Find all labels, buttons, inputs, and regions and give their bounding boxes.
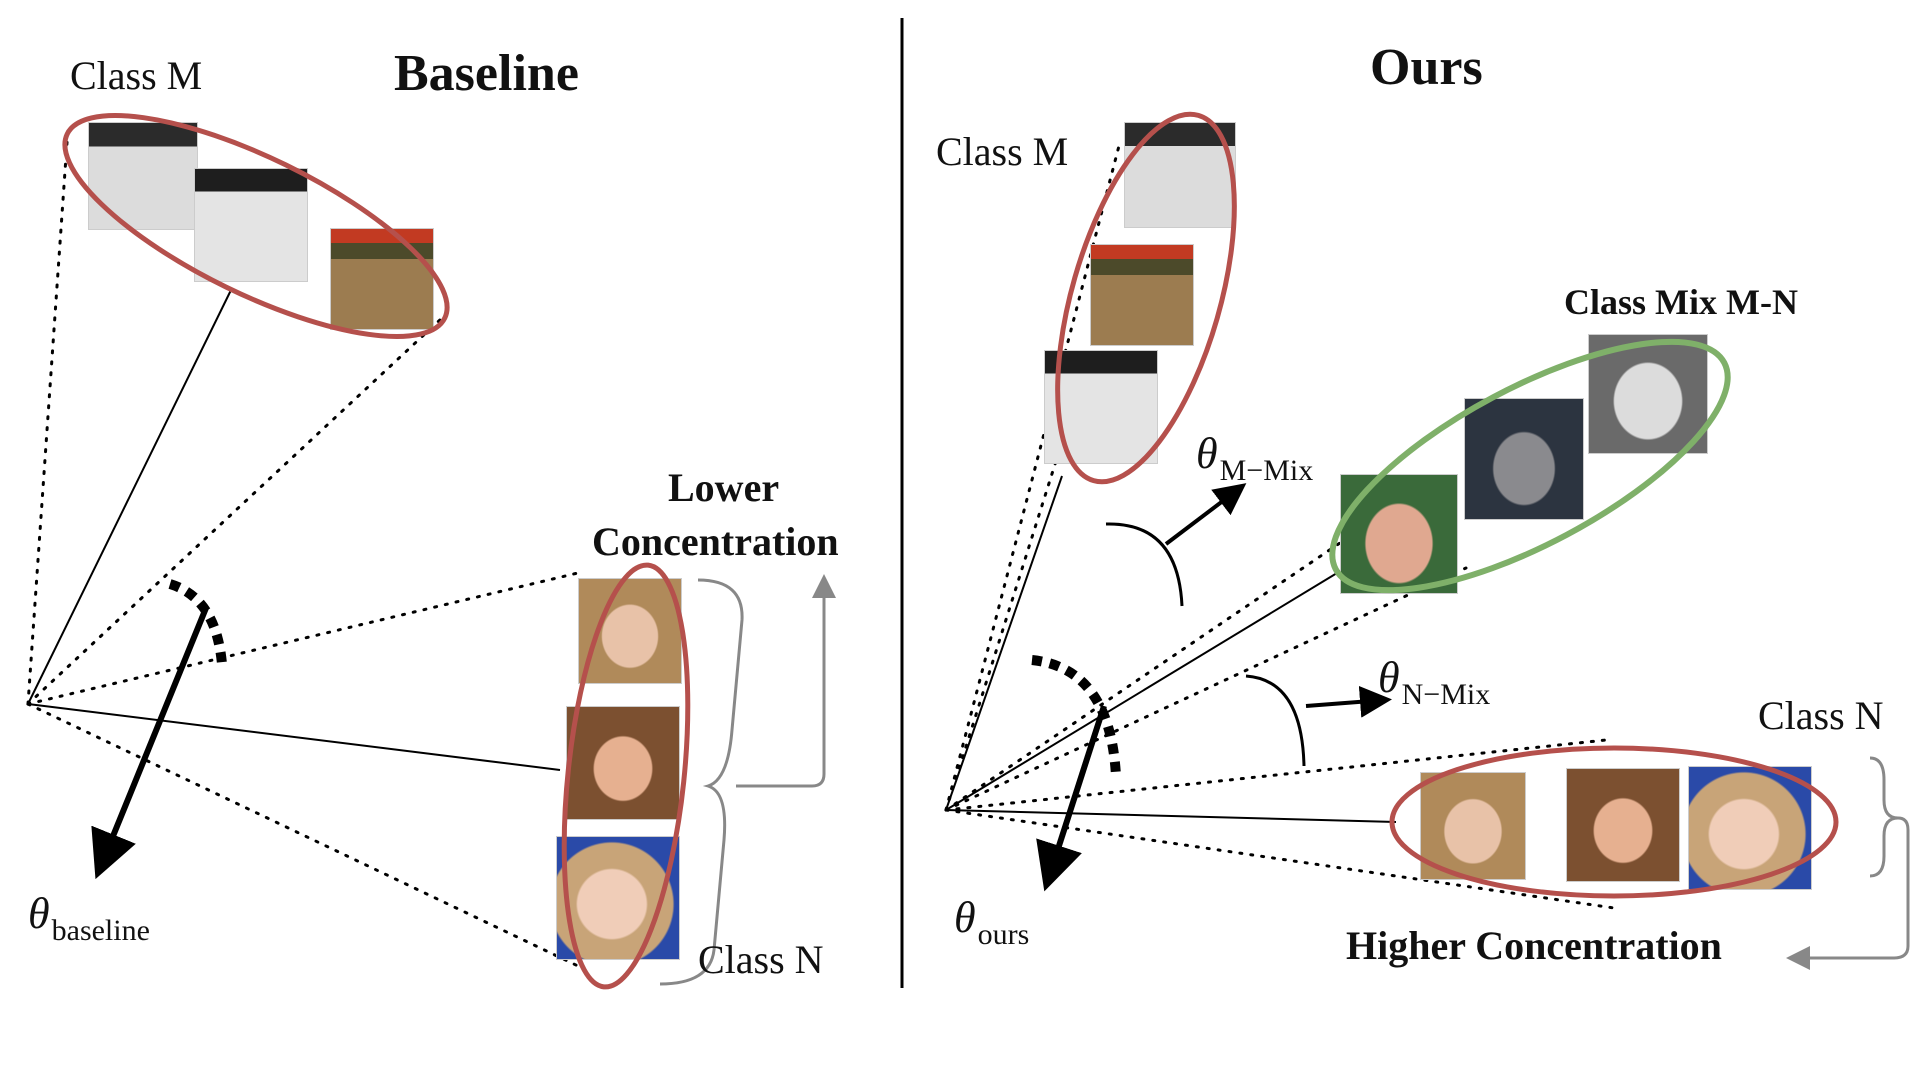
baseline-class-m-face-2 xyxy=(194,168,308,282)
baseline-class-m-face-3 xyxy=(330,228,434,330)
theta-m-mix-arc xyxy=(1105,522,1184,607)
ours-theta-label: θours xyxy=(954,893,1030,951)
ours-class-m-face-2 xyxy=(1090,244,1194,346)
baseline-concentration-arrow xyxy=(736,574,836,788)
ours-class-mix-label: Class Mix M-N xyxy=(1564,282,1798,322)
baseline-panel xyxy=(26,126,836,986)
ours-class-m-ellipse xyxy=(1055,111,1237,485)
baseline-title: Baseline xyxy=(394,45,579,102)
baseline-class-n-face-2 xyxy=(566,706,680,820)
ours-class-n-face-1 xyxy=(1420,772,1526,880)
baseline-class-n-label: Class N xyxy=(698,937,824,982)
ours-class-n-face-2 xyxy=(1566,768,1680,882)
theta-n-mix-arrow xyxy=(1305,685,1392,718)
ours-mix-ellipse xyxy=(1329,338,1731,594)
ours-class-m-label: Class M xyxy=(936,129,1069,174)
ours-class-n-ellipse xyxy=(1389,745,1839,899)
baseline-concentration-line2: Concentration xyxy=(592,519,839,564)
theta-m-mix-arrow xyxy=(1164,483,1247,546)
theta-n-mix-arc xyxy=(1245,674,1306,767)
ours-theta-arrow xyxy=(1036,705,1107,892)
ours-concentration-label: Higher Concentration xyxy=(1346,923,1722,968)
baseline-theta-label: θbaseline xyxy=(28,889,150,947)
ours-title: Ours xyxy=(1370,39,1483,96)
theta-m-mix-label: θM−Mix xyxy=(1196,429,1314,487)
baseline-concentration-line1: Lower xyxy=(668,465,780,510)
ours-class-n-face-3 xyxy=(1688,766,1812,890)
baseline-class-m-ellipse xyxy=(62,113,450,339)
ours-mix-face-2 xyxy=(1464,398,1584,520)
ours-class-n-label: Class N xyxy=(1758,693,1884,738)
theta-n-mix-label: θN−Mix xyxy=(1378,653,1491,711)
baseline-class-m-label: Class M xyxy=(70,53,203,98)
ours-concentration-arrow xyxy=(1786,816,1910,970)
ours-angle-arc xyxy=(1031,655,1121,777)
baseline-theta-arrow xyxy=(91,606,209,880)
baseline-class-n-bracket xyxy=(659,578,744,986)
baseline-class-n-ellipse xyxy=(561,562,691,990)
